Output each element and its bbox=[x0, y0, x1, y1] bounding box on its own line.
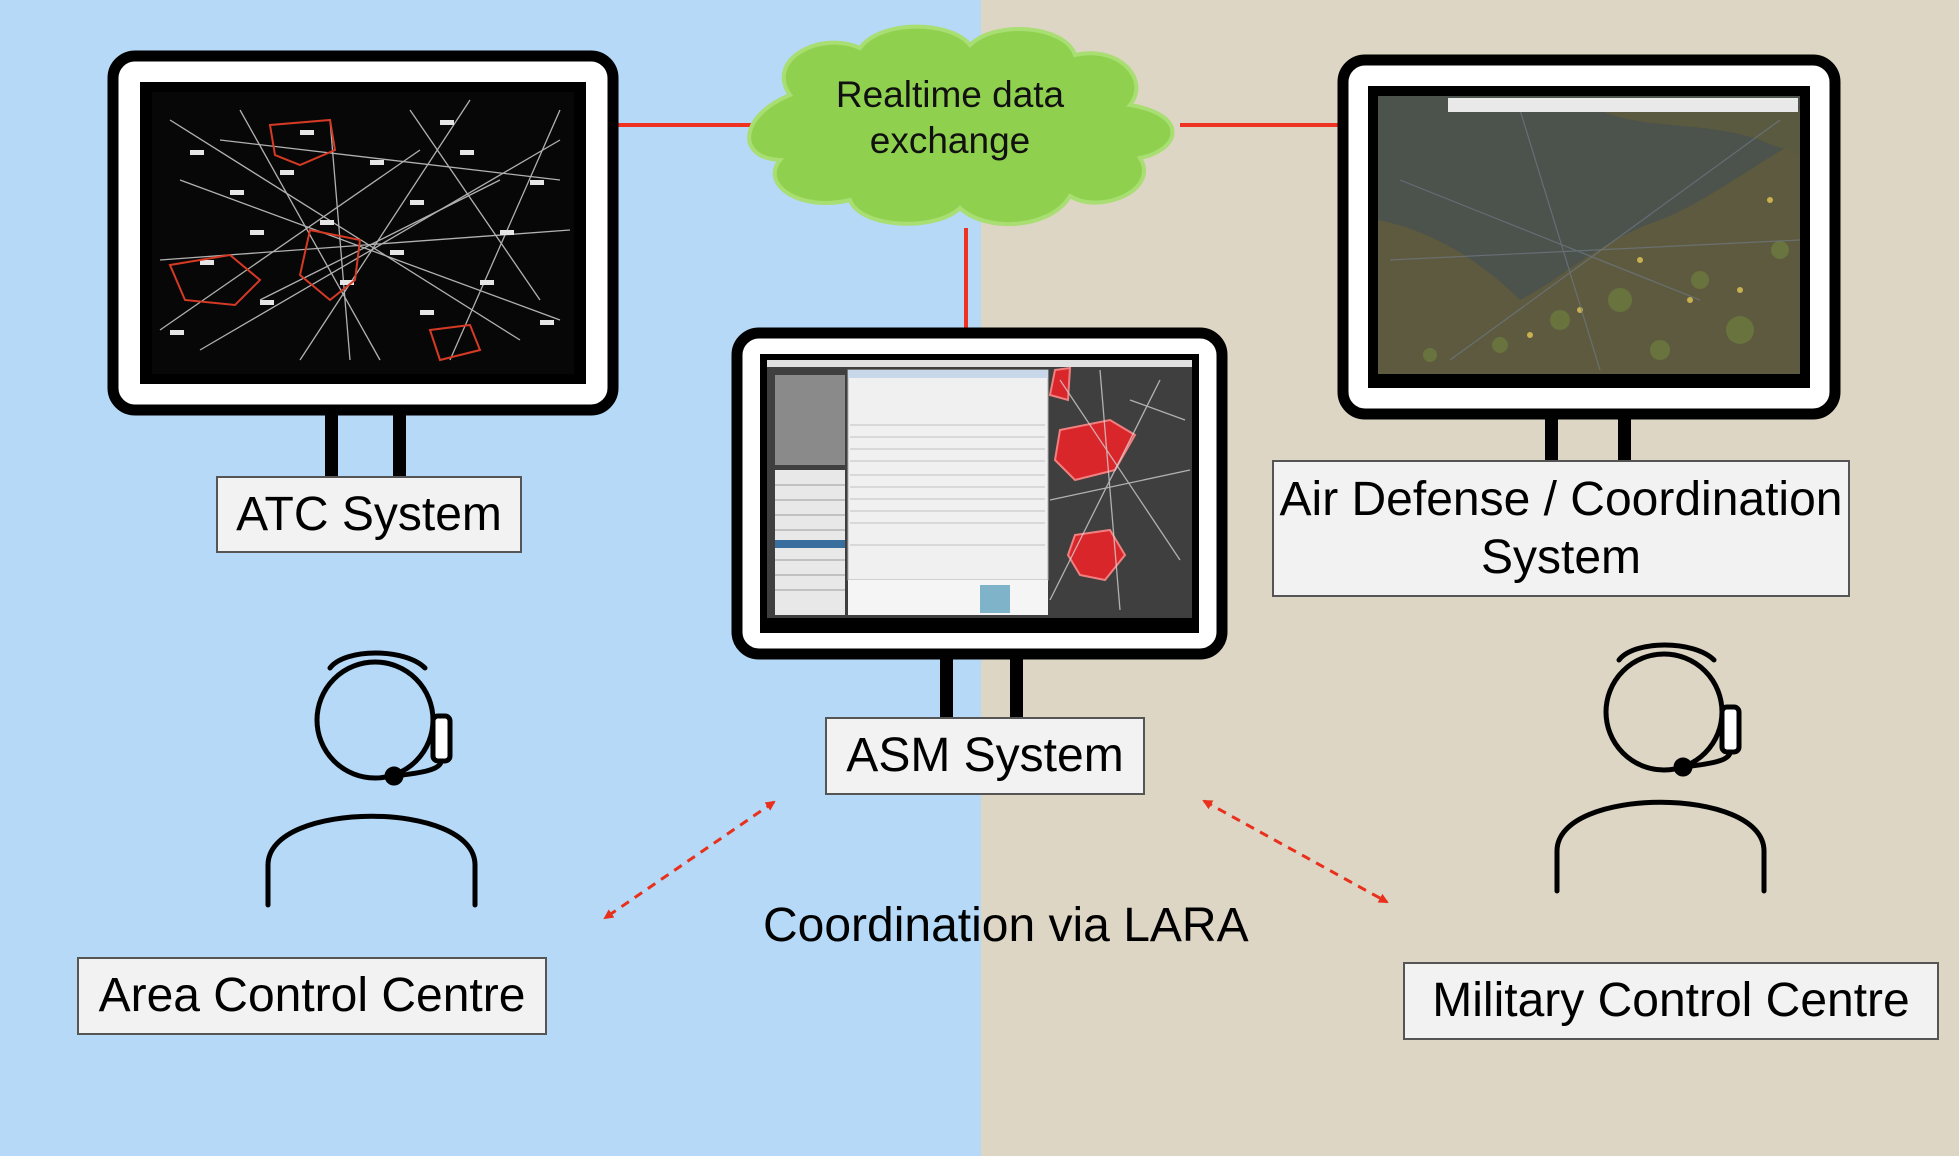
military-control-centre-label: Military Control Centre bbox=[1403, 962, 1939, 1040]
realtime-data-cloud bbox=[747, 24, 1175, 227]
area-control-centre-label: Area Control Centre bbox=[77, 957, 547, 1035]
data-links bbox=[618, 123, 1340, 332]
atc-monitor bbox=[107, 50, 619, 476]
air-defense-monitor bbox=[1337, 54, 1841, 460]
asm-monitor bbox=[731, 327, 1228, 717]
atc-system-label: ATC System bbox=[216, 476, 522, 553]
asm-system-label: ASM System bbox=[825, 717, 1145, 795]
operator-headset-icon bbox=[1554, 642, 1767, 894]
air-defense-system-label: Air Defense / Coordination System bbox=[1272, 460, 1850, 597]
cloud-label: Realtime data exchange bbox=[835, 74, 1065, 161]
coordination-label: Coordination via LARA bbox=[763, 899, 1249, 952]
operator-headset-icon bbox=[265, 650, 478, 908]
map-toolbar bbox=[1448, 98, 1798, 112]
coordination-arrows bbox=[603, 799, 1389, 920]
